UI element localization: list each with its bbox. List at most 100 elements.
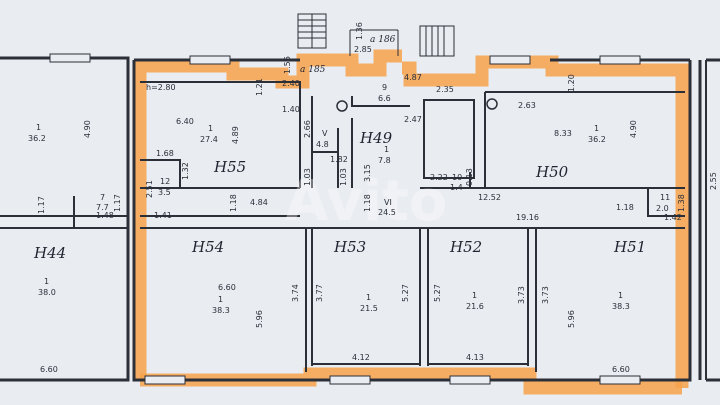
svg-text:1: 1 [36, 123, 41, 132]
dim-251: 2.51 [145, 180, 154, 198]
svg-text:36.2: 36.2 [588, 135, 606, 144]
dim-490r: 4.90 [629, 120, 638, 138]
dim-h280: h=2.80 [146, 83, 176, 92]
svg-text:1: 1 [366, 293, 371, 302]
dim-640: 6.40 [176, 117, 194, 126]
dim-103a: 1.03 [303, 168, 312, 186]
svg-text:38.3: 38.3 [612, 302, 630, 311]
dim-487: 4.87 [404, 73, 422, 82]
dimension-labels: h=2.80 6.40 4.89 4.90 1.68 1.32 2.51 4.8… [37, 22, 718, 374]
dim-285: 2.85 [354, 45, 372, 54]
area-h49-v: V 4.8 [316, 129, 329, 149]
stairs [297, 13, 455, 57]
svg-text:1.4: 1.4 [450, 183, 463, 192]
interior-walls [0, 60, 707, 380]
area-h50-11: 112.0 [656, 193, 670, 213]
svg-text:21.5: 21.5 [360, 304, 378, 313]
dim-255: 2.55 [709, 172, 718, 190]
dim-118a: 1.18 [229, 194, 238, 212]
svg-text:1: 1 [44, 277, 49, 286]
dim-141: 1.41 [154, 211, 172, 220]
svg-text:24.5: 24.5 [378, 208, 396, 217]
area-labels: 136.2 127.4 123.5 V4.8 17.8 96.6 101.4 V… [28, 83, 670, 315]
dim-117r: 1.17 [113, 194, 122, 212]
room-code-h44: Н44 [33, 244, 66, 262]
dim-833: 8.33 [554, 129, 572, 138]
svg-text:1: 1 [594, 124, 599, 133]
dim-412: 4.12 [352, 353, 370, 362]
svg-text:21.6: 21.6 [466, 302, 484, 311]
svg-text:27.4: 27.4 [200, 135, 218, 144]
dim-1252: 12.52 [478, 193, 501, 202]
dim-1916: 19.16 [516, 213, 539, 222]
dim-156: 1.56 [283, 56, 292, 74]
dim-490l: 4.90 [83, 120, 92, 138]
room-code-h52: Н52 [449, 238, 482, 256]
area-h51: 138.3 [612, 291, 630, 311]
svg-text:36.2: 36.2 [28, 134, 46, 143]
dim-660b: 6.60 [40, 365, 58, 374]
dim-660c: 6.60 [612, 365, 630, 374]
dim-118c: 1.18 [616, 203, 634, 212]
dim-132: 1.32 [181, 162, 190, 180]
svg-text:1: 1 [218, 295, 223, 304]
svg-text:9: 9 [382, 83, 387, 92]
dim-120: 1.20 [567, 74, 576, 92]
area-h44: 138.0 [38, 277, 56, 297]
area-h53: 121.5 [360, 293, 378, 313]
dim-263: 2.63 [518, 101, 536, 110]
dim-148: 1.48 [96, 211, 114, 220]
svg-text:V: V [322, 129, 328, 138]
dim-138: 1.38 [677, 194, 686, 212]
svg-text:6.6: 6.6 [378, 94, 391, 103]
dim-377: 3.77 [315, 284, 324, 302]
dim-136: 1.36 [355, 22, 364, 40]
area-top-9: 96.6 [378, 83, 391, 103]
room-code-h49: Н49 [359, 129, 393, 147]
room-code-h51: Н51 [613, 238, 646, 256]
dim-413: 4.13 [466, 353, 484, 362]
svg-text:12: 12 [160, 177, 170, 186]
dim-140: 1.40 [282, 105, 300, 114]
svg-text:1: 1 [384, 145, 389, 154]
area-h52: 121.6 [466, 291, 484, 311]
area-left-top: 136.2 [28, 123, 46, 143]
svg-text:1: 1 [618, 291, 623, 300]
area-h55-main: 127.4 [200, 124, 218, 144]
dim-527b: 5.27 [433, 284, 442, 302]
dim-247: 2.47 [404, 115, 422, 124]
annotations: a 185 a 186 [300, 35, 396, 75]
dim-117l: 1.17 [37, 196, 46, 214]
area-h54: 138.3 [212, 295, 230, 315]
dim-013: 0.13 [465, 168, 474, 186]
dim-266: 2.66 [303, 120, 312, 138]
area-h44-7: 77.7 [96, 193, 109, 212]
dim-118b: 1.18 [363, 194, 372, 212]
dim-142: 1.42 [664, 213, 682, 222]
windows [49, 53, 641, 385]
watermark: Avito [285, 169, 447, 234]
dim-596a: 5.96 [255, 310, 264, 328]
area-10: 101.4 [450, 173, 463, 192]
svg-text:VI: VI [384, 198, 392, 207]
dim-660a: 6.60 [218, 283, 236, 292]
room-codes: Н44 Н55 Н49 Н50 Н54 Н53 Н52 Н51 [33, 129, 646, 262]
columns [336, 98, 498, 112]
svg-text:3.5: 3.5 [158, 188, 171, 197]
dim-182: 1.82 [330, 155, 348, 164]
area-h55-12: 123.5 [158, 177, 171, 197]
svg-text:7: 7 [100, 193, 105, 202]
dim-315: 3.15 [363, 164, 372, 182]
dim-121: 1.21 [255, 78, 264, 96]
svg-text:10: 10 [452, 173, 462, 182]
svg-text:38.3: 38.3 [212, 306, 230, 315]
dim-235: 2.35 [436, 85, 454, 94]
annotation-a186: a 186 [370, 35, 396, 45]
svg-text:1: 1 [208, 124, 213, 133]
svg-text:2.0: 2.0 [656, 204, 669, 213]
svg-text:4.8: 4.8 [316, 140, 329, 149]
room-code-h53: Н53 [333, 238, 366, 256]
dim-373b: 3.73 [541, 286, 550, 304]
dim-373a: 3.73 [517, 286, 526, 304]
